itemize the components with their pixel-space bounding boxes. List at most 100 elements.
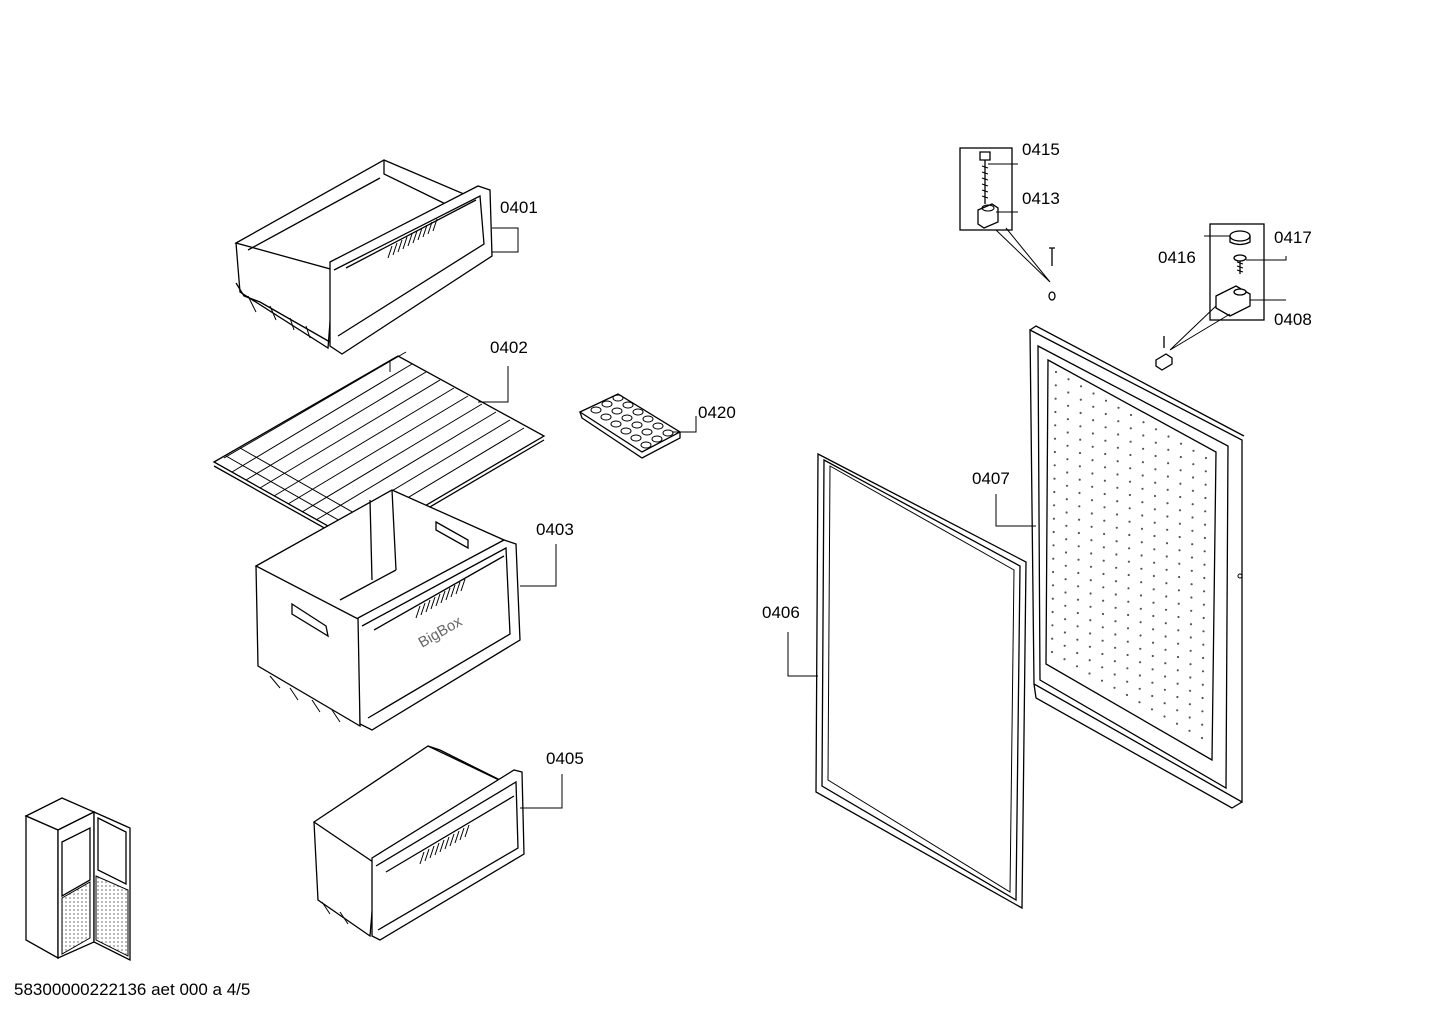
door-dot xyxy=(1089,565,1093,568)
door-dot xyxy=(1065,524,1068,527)
door-dot xyxy=(1177,642,1180,645)
door-dot xyxy=(1129,467,1132,470)
door-dot xyxy=(1192,463,1195,466)
door-dot xyxy=(1203,523,1207,526)
door-dot xyxy=(1127,560,1130,563)
door-dot xyxy=(1203,590,1206,593)
door-dot xyxy=(1139,621,1142,624)
door-dot xyxy=(1079,398,1082,401)
door-dot xyxy=(1114,593,1117,596)
door-dot xyxy=(1054,370,1058,374)
door-dot xyxy=(1050,650,1054,654)
door-dot xyxy=(1067,378,1070,381)
door-dot xyxy=(1189,663,1192,666)
door-dot xyxy=(1053,490,1056,494)
door-dot xyxy=(1128,520,1131,523)
door-dot xyxy=(1116,460,1119,463)
door-dot xyxy=(1103,532,1106,536)
door-dot xyxy=(1126,680,1129,683)
door-dot xyxy=(1164,622,1167,625)
door-dot xyxy=(1129,453,1132,457)
door-dot xyxy=(1142,434,1145,437)
door-dot xyxy=(1165,595,1168,598)
door-dot xyxy=(1063,658,1066,661)
door-dot xyxy=(1177,629,1180,632)
door-dot xyxy=(1102,586,1105,589)
door-dot xyxy=(1053,477,1056,480)
door-dot xyxy=(1138,701,1141,704)
door-dot xyxy=(1165,542,1169,545)
door-dot xyxy=(1151,668,1154,671)
door-dot xyxy=(1116,486,1119,489)
hinge-bracket-kit-illustration xyxy=(1155,223,1265,371)
door-dot xyxy=(1138,674,1141,677)
door-dot xyxy=(1189,689,1192,692)
label-0405: 0405 xyxy=(546,749,584,768)
door-dot xyxy=(1127,613,1130,617)
door-dot xyxy=(1064,618,1067,621)
door-dot xyxy=(1089,632,1092,635)
door-dot xyxy=(1164,675,1167,678)
door-dot xyxy=(1090,512,1093,515)
door-dot xyxy=(1102,572,1105,576)
ice-tray-illustration xyxy=(578,393,682,459)
door-dot xyxy=(1201,723,1204,726)
door-dot xyxy=(1066,418,1069,421)
hinge-screw-kit-illustration xyxy=(959,147,1056,301)
door-dot xyxy=(1163,715,1166,718)
door-dot xyxy=(1141,501,1144,504)
door-dot xyxy=(1128,507,1131,510)
door-dot xyxy=(1154,428,1158,431)
door-dot xyxy=(1165,582,1168,585)
door-dot xyxy=(1117,420,1120,423)
door-dot xyxy=(1139,594,1143,597)
door-dot xyxy=(1127,587,1130,590)
door-dot xyxy=(1142,421,1145,424)
door-dot xyxy=(1076,611,1079,615)
door-dot xyxy=(1077,585,1080,588)
label-0420: 0420 xyxy=(698,403,736,422)
door-dot xyxy=(1167,462,1170,465)
door-dot xyxy=(1066,471,1069,474)
label-0406: 0406 xyxy=(762,603,800,622)
door-dot xyxy=(1154,481,1157,484)
door-dot xyxy=(1138,687,1141,690)
door-dot xyxy=(1103,466,1107,469)
appliance-position-thumbnail xyxy=(24,797,131,962)
door-dot xyxy=(1178,549,1181,552)
door-dot xyxy=(1126,653,1129,657)
door-dot xyxy=(1114,620,1117,623)
door-dot xyxy=(1126,640,1129,643)
door-dot xyxy=(1104,439,1107,442)
door-dot xyxy=(1190,556,1194,559)
door-dot xyxy=(1054,410,1057,414)
door-dot xyxy=(1064,551,1068,554)
door-dot xyxy=(1054,384,1057,387)
door-dot xyxy=(1178,575,1181,579)
door-dot xyxy=(1179,495,1182,499)
door-dot xyxy=(1051,624,1054,627)
door-dot xyxy=(1179,469,1182,472)
door-dot xyxy=(1200,736,1204,740)
door-dot xyxy=(1114,646,1117,649)
door-dot xyxy=(1113,686,1116,689)
door-dot xyxy=(1128,493,1131,497)
door-dot xyxy=(1204,483,1207,486)
door-dot xyxy=(1052,517,1055,520)
drawer-bottom-illustration xyxy=(312,745,525,941)
door-dot xyxy=(1179,482,1182,485)
door-dot xyxy=(1141,487,1144,490)
door-dot xyxy=(1101,639,1104,642)
door-dot xyxy=(1065,484,1069,487)
door-dot xyxy=(1114,580,1118,583)
door-dot xyxy=(1078,505,1081,508)
label-0401: 0401 xyxy=(500,198,538,217)
door-dot xyxy=(1075,665,1079,668)
door-dot xyxy=(1114,606,1117,609)
door-panel-illustration xyxy=(1029,325,1245,809)
door-dot xyxy=(1051,584,1055,587)
door-dot xyxy=(1202,616,1205,620)
door-dot xyxy=(1114,633,1117,636)
door-dot xyxy=(1140,527,1144,530)
door-dot xyxy=(1104,412,1107,416)
